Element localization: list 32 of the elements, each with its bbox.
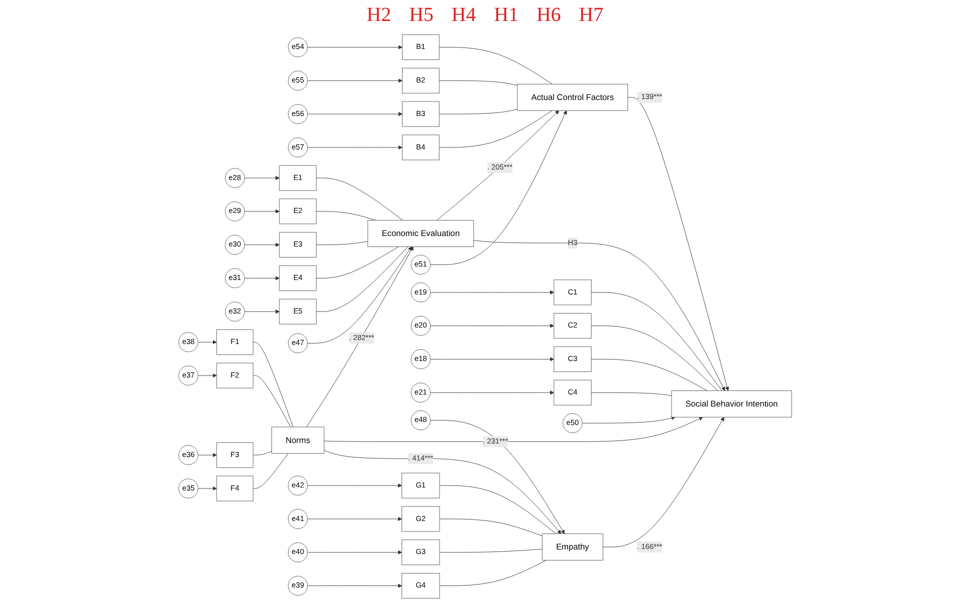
connector [438,47,552,84]
hypothesis-label: H2 [366,4,392,27]
node-box: Actual Control Factors [516,84,628,111]
hypothesis-label: H7 [578,4,604,27]
connector [252,450,272,456]
connector [438,109,518,114]
hypothesis-label: H6 [536,4,561,27]
connector [316,178,403,220]
connector [590,326,718,391]
connector [439,548,542,553]
connector [590,358,708,391]
connector [316,246,408,312]
node-box: Empathy [542,534,603,560]
connector [438,80,518,86]
node-box: Economic Evaluation [367,220,474,247]
hypothesis-label: H5 [409,4,434,27]
connector [252,375,291,428]
connector [439,485,556,534]
connector [438,110,552,148]
connector [316,211,376,220]
connector [590,292,722,391]
connector [316,246,399,278]
connector [439,560,546,586]
connector [316,241,368,246]
connector [252,342,294,428]
connector [590,392,672,396]
node-box: Social Behavior Intention [671,390,792,418]
connector [439,518,542,536]
node-box: Norms [271,426,324,454]
hypothesis-label: H1 [494,4,518,27]
connector [252,453,288,489]
hypothesis-label: H4 [452,4,476,27]
